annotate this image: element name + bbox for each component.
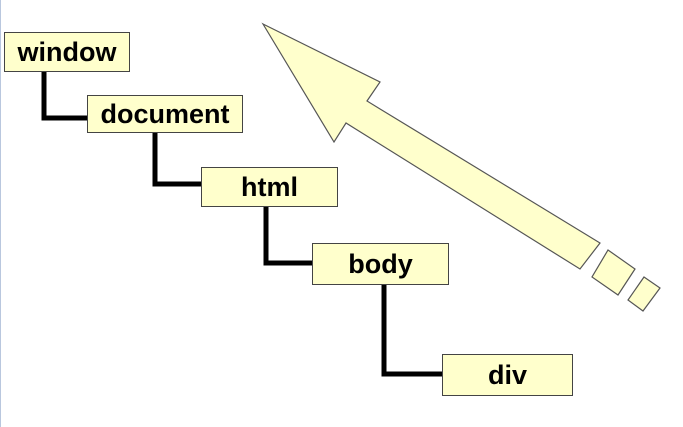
- node-window-label: window: [17, 36, 117, 67]
- connector-html-body: [263, 207, 312, 266]
- connector-document-html: [152, 133, 201, 187]
- node-document: document: [87, 95, 243, 133]
- node-html: html: [201, 167, 338, 207]
- node-window: window: [4, 32, 130, 72]
- node-body: body: [312, 243, 449, 285]
- arrow-dash-2: [627, 276, 661, 312]
- node-document-label: document: [100, 98, 230, 129]
- arrow-dash-1: [591, 249, 636, 296]
- node-div: div: [442, 354, 573, 396]
- up-left-arrow-icon: [261, 22, 601, 270]
- left-edge-divider: [0, 0, 1, 427]
- node-html-label: html: [241, 171, 298, 202]
- connector-body-div: [381, 285, 442, 377]
- node-body-label: body: [348, 248, 413, 279]
- connector-window-document: [41, 72, 87, 121]
- node-div-label: div: [487, 359, 527, 390]
